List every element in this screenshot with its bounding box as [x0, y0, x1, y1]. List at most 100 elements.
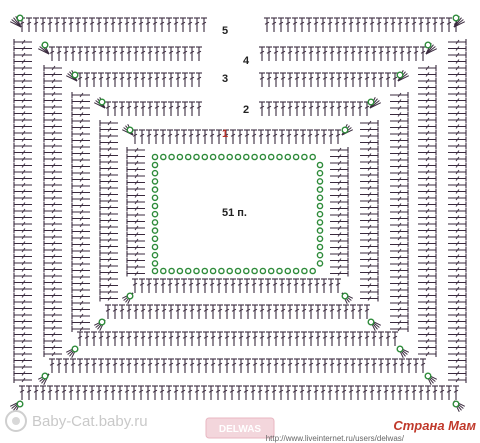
stitch-symbol — [360, 120, 379, 126]
stitch-symbol — [96, 17, 102, 32]
stitch-symbol — [187, 17, 193, 32]
stitch-symbol — [360, 276, 379, 282]
stitch-symbol — [390, 280, 409, 287]
stitch-symbol — [77, 46, 83, 61]
stitch-symbol — [418, 305, 437, 312]
stitch-symbol — [343, 358, 349, 373]
stitch-symbol — [350, 46, 356, 61]
stitch-symbol — [330, 264, 349, 270]
chain-stitch — [126, 126, 134, 134]
stitch-symbol — [103, 17, 109, 32]
stitch-symbol — [54, 385, 60, 400]
stitch-symbol — [390, 98, 409, 105]
stitch-symbol — [161, 304, 167, 319]
chain-stitch — [452, 14, 460, 22]
stitch-symbol — [418, 162, 437, 169]
stitch-symbol — [448, 156, 467, 162]
stitch-symbol — [161, 72, 167, 87]
stitch-symbol — [71, 326, 90, 332]
stitch-symbol — [390, 274, 409, 280]
chain-stitch — [341, 292, 349, 300]
stitch-symbol — [131, 385, 137, 400]
stitch-symbol — [112, 331, 118, 346]
stitch-symbol — [133, 101, 139, 116]
chain-stitch — [316, 194, 324, 202]
stitch-symbol — [133, 358, 139, 373]
stitch-symbol — [294, 46, 300, 61]
stitch-symbol — [237, 278, 243, 293]
stitch-symbol — [251, 129, 257, 144]
chain-stitch — [226, 267, 233, 275]
stitch-symbol — [13, 84, 32, 91]
stitch-symbol — [448, 97, 467, 104]
stitch-symbol — [189, 72, 195, 87]
stitch-symbol — [13, 318, 32, 325]
stitch-symbol — [272, 278, 278, 293]
stitch-symbol — [322, 72, 328, 87]
stitch-symbol — [251, 278, 257, 293]
chain-stitch — [316, 235, 324, 243]
stitch-symbol — [330, 160, 349, 166]
stitch-symbol — [154, 101, 160, 116]
stitch-symbol — [341, 385, 347, 400]
stitch-symbol — [245, 331, 251, 346]
stitch-symbol — [126, 270, 145, 277]
stitch-symbol — [448, 104, 467, 110]
stitch-symbol — [418, 318, 437, 325]
stitch-symbol — [126, 212, 145, 218]
stitch-symbol — [13, 149, 32, 156]
stitch-symbol — [448, 182, 467, 188]
stitch-symbol — [168, 304, 174, 319]
stitch-symbol — [99, 185, 118, 191]
stitch-symbol — [390, 170, 409, 176]
stitch-symbol — [89, 17, 95, 32]
stitch-symbol — [33, 17, 39, 32]
stitch-symbol — [43, 84, 62, 91]
stitch-symbol — [140, 101, 146, 116]
stitch-symbol — [154, 72, 160, 87]
stitch-symbol — [392, 331, 398, 346]
stitch-symbol — [308, 304, 314, 319]
svg-text:http://www.liveinternet.ru/use: http://www.liveinternet.ru/users/delwas/ — [266, 434, 405, 443]
stitch-symbol — [390, 118, 409, 124]
stitch-symbol — [49, 46, 55, 61]
stitch-symbol — [189, 46, 195, 61]
stitch-symbol — [330, 173, 349, 179]
stitch-symbol — [448, 123, 467, 130]
chain-stitch — [251, 153, 258, 161]
chain-stitch — [151, 219, 159, 226]
stitch-symbol — [43, 195, 62, 201]
stitch-symbol — [105, 46, 111, 61]
stitch-symbol — [71, 319, 90, 326]
stitch-symbol — [99, 178, 118, 185]
stitch-symbol — [99, 256, 118, 263]
stitch-symbol — [71, 235, 90, 241]
stitch-symbol — [71, 131, 90, 137]
stitch-symbol — [418, 123, 437, 130]
stitch-symbol — [43, 286, 62, 292]
chain-stitch — [151, 186, 159, 193]
stitch-symbol — [71, 280, 90, 287]
stitch-symbol — [126, 358, 132, 373]
stitch-symbol — [103, 385, 109, 400]
stitch-symbol — [203, 304, 209, 319]
stitch-symbol — [418, 234, 437, 240]
stitch-symbol — [418, 312, 437, 318]
stitch-symbol — [99, 237, 118, 243]
stitch-symbol — [75, 17, 81, 32]
stitch-symbol — [203, 358, 209, 373]
stitch-symbol — [383, 385, 389, 400]
stitch-symbol — [231, 358, 237, 373]
watermark-center: DELWAS — [205, 417, 275, 439]
chain-stitch — [126, 292, 134, 300]
stitch-symbol — [448, 377, 467, 383]
stitch-symbol — [280, 72, 286, 87]
stitch-symbol — [43, 214, 62, 221]
stitch-symbol — [99, 269, 118, 276]
stitch-symbol — [43, 65, 62, 71]
svg-text:Страна Мам: Страна Мам — [393, 418, 476, 433]
stitch-symbol — [399, 358, 405, 373]
stitch-symbol — [266, 304, 272, 319]
stitch-symbol — [330, 147, 349, 153]
stitch-symbol — [43, 78, 62, 84]
